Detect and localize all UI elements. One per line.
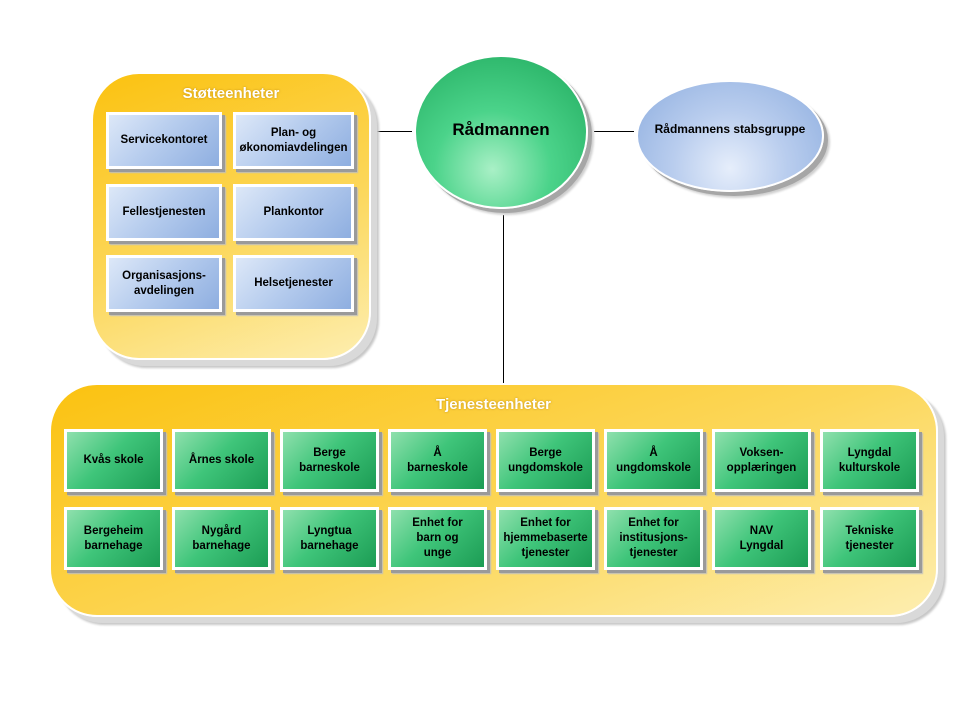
service-unit: Å barneskole xyxy=(388,429,487,492)
staff-node: Rådmannens stabsgruppe xyxy=(636,80,824,192)
service-unit: Enhet for hjemmebaserte tjenester xyxy=(496,507,595,570)
service-unit: Bergeheim barnehage xyxy=(64,507,163,570)
service-unit: Voksen- opplæringen xyxy=(712,429,811,492)
service-unit: Berge ungdomskole xyxy=(496,429,595,492)
leader-node: Rådmannen xyxy=(414,55,588,209)
support-unit: Plankontor xyxy=(233,184,354,241)
support-unit: Plan- og økonomiavdelingen xyxy=(233,112,354,169)
service-unit: Å ungdomskole xyxy=(604,429,703,492)
service-unit: Lyngtua barnehage xyxy=(280,507,379,570)
support-unit: Helsetjenester xyxy=(233,255,354,312)
staff-label: Rådmannens stabsgruppe xyxy=(654,122,806,136)
service-unit: Lyngdal kulturskole xyxy=(820,429,919,492)
service-unit: Årnes skole xyxy=(172,429,271,492)
service-unit: NAV Lyngdal xyxy=(712,507,811,570)
service-unit: Enhet for institusjons- tjenester xyxy=(604,507,703,570)
service-unit: Kvås skole xyxy=(64,429,163,492)
service-unit: Tekniske tjenester xyxy=(820,507,919,570)
service-unit: Nygård barnehage xyxy=(172,507,271,570)
support-panel-title: Støtteenheter xyxy=(182,85,280,102)
connector-leader-staff xyxy=(594,131,634,132)
support-unit: Servicekontoret xyxy=(106,112,222,169)
connector-support-leader xyxy=(372,131,412,132)
service-unit: Enhet for barn og unge xyxy=(388,507,487,570)
leader-label: Rådmannen xyxy=(452,120,550,139)
services-panel: Tjenesteenheter xyxy=(49,383,938,617)
support-unit: Fellestjenesten xyxy=(106,184,222,241)
connector-leader-services xyxy=(503,215,504,383)
service-unit: Berge barneskole xyxy=(280,429,379,492)
services-panel-title: Tjenesteenheter xyxy=(435,396,552,413)
support-unit: Organisasjons- avdelingen xyxy=(106,255,222,312)
